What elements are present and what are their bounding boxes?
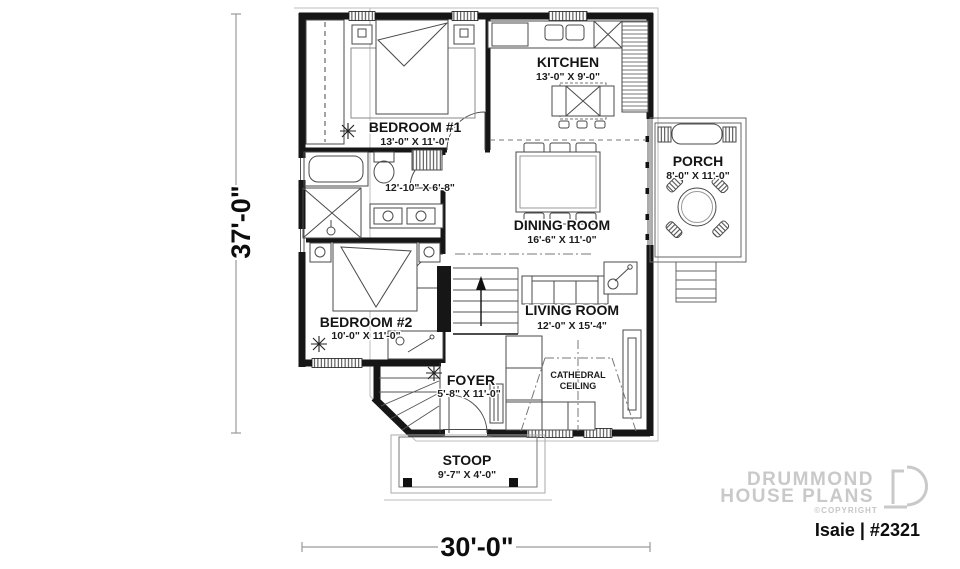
- counter-right: [621, 20, 649, 113]
- closet: [305, 19, 345, 145]
- brand-name-line1: DRUMMOND: [747, 469, 874, 490]
- bench-icon: [671, 123, 723, 145]
- chair: [523, 212, 545, 225]
- living-furniture: [505, 261, 642, 431]
- bed-icon: [375, 19, 449, 115]
- chair: [549, 212, 571, 225]
- sofa-icon: [521, 275, 609, 305]
- media-unit-icon: [622, 329, 642, 419]
- stool: [594, 120, 606, 129]
- patio-chair: [711, 176, 729, 194]
- cathedral-ceiling-lines: [520, 340, 637, 432]
- patio-chair: [665, 221, 683, 239]
- room-dims-living: 12'-0" X 15'-4": [537, 320, 607, 332]
- stair-direction-icon: [476, 276, 486, 326]
- room-label-stoop: STOOP: [443, 452, 492, 468]
- post: [509, 478, 518, 487]
- basement-stairs: [437, 253, 592, 335]
- room-label-bedroom2: BEDROOM #2: [320, 314, 413, 330]
- plant-icons: [311, 123, 442, 381]
- bedroom2-furniture: [309, 242, 444, 360]
- room-dims-porch: 8'-0" X 11'-0": [666, 170, 729, 182]
- bedroom1-furniture: [305, 19, 476, 145]
- dimension-lines: [231, 13, 651, 552]
- porch-steps: [675, 261, 717, 303]
- winder-stairs: [379, 363, 441, 433]
- stool: [558, 120, 570, 129]
- chair: [575, 212, 597, 225]
- stool: [576, 120, 588, 129]
- patio-chair: [666, 175, 684, 193]
- room-labels: KITCHEN 13'-0" X 9'-0" BEDROOM #1 13'-0"…: [318, 53, 731, 483]
- stove-icon: [565, 85, 601, 117]
- post: [403, 478, 412, 487]
- room-label-dining: DINING ROOM: [514, 217, 610, 233]
- shower-icon: [302, 187, 362, 239]
- lamp-table-icon: [603, 261, 638, 295]
- cathedral-ceiling-note-2: CEILING: [560, 381, 597, 391]
- room-dims-bedroom1: 13'-0" X 11'-0": [380, 136, 449, 148]
- room-dims-bedroom2: 10'-0" X 11'-0": [331, 330, 400, 342]
- patio-chair: [712, 220, 730, 238]
- room-label-bedroom1: BEDROOM #1: [369, 119, 462, 135]
- patio-table-icon: [677, 187, 717, 227]
- cathedral-ceiling-note-1: CATHEDRAL: [550, 370, 606, 380]
- room-dims-dining: 16'-6" X 11'-0": [527, 234, 596, 246]
- sink-icon: [544, 24, 564, 41]
- nightstand: [309, 242, 332, 263]
- room-dims-stoop: 9'-7" X 4'-0": [438, 469, 496, 481]
- room-label-foyer: FOYER: [447, 372, 495, 388]
- branding-block: DRUMMOND HOUSE PLANS ©COPYRIGHT Isaie | …: [720, 465, 928, 540]
- dining-table-icon: [515, 151, 601, 213]
- room-label-porch: PORCH: [673, 153, 724, 169]
- plan-title: Isaie | #2321: [815, 520, 920, 540]
- bathroom-fixtures: [302, 149, 444, 239]
- room-label-living: LIVING ROOM: [525, 302, 619, 318]
- foyer-details: [489, 383, 504, 424]
- porch-furniture: [657, 123, 737, 239]
- stoop-structure: [384, 434, 552, 501]
- windows: [311, 11, 613, 438]
- nightstand: [418, 242, 441, 263]
- dining-furniture: [515, 142, 601, 225]
- toilet-icon: [373, 151, 395, 163]
- nightstand: [453, 24, 475, 45]
- nightstand: [351, 24, 373, 45]
- left-wall-windows: [298, 158, 306, 252]
- fridge-icon: [491, 22, 529, 47]
- room-dims-kitchen: 13'-0" X 9'-0": [536, 71, 600, 83]
- overall-width-label: 30'-0": [440, 532, 513, 562]
- sidelight: [489, 383, 504, 424]
- logo-mark-icon: [884, 465, 928, 509]
- bathroom-dims: 12'-10" X 6'-8": [385, 182, 455, 194]
- room-label-kitchen: KITCHEN: [537, 54, 599, 70]
- overall-depth-label: 37'-0": [226, 185, 256, 258]
- kitchen-fixtures: [487, 20, 649, 141]
- copyright-label: ©COPYRIGHT: [814, 506, 877, 515]
- room-dims-foyer: 5'-8" X 11'-0": [437, 388, 500, 400]
- brand-name-line2: HOUSE PLANS: [720, 486, 874, 507]
- porch-structure: [649, 117, 747, 303]
- bathtub-icon: [303, 151, 369, 187]
- linen-cabinet: [411, 149, 443, 171]
